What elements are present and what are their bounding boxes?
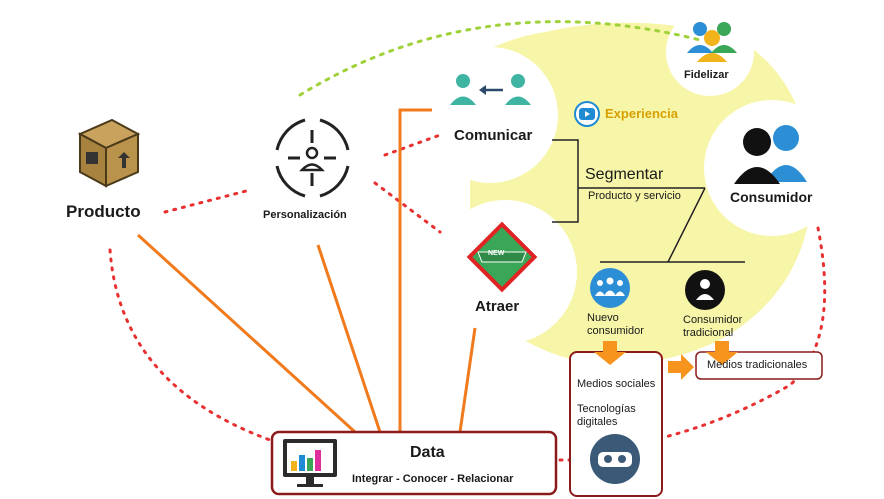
package-box-icon	[77, 118, 141, 188]
orange-lines	[136, 108, 477, 434]
nuevo-consumidor-line2: consumidor	[587, 325, 644, 337]
arrow-tradicional-down	[706, 341, 738, 365]
single-person-icon	[685, 270, 725, 310]
comunicar-circle	[422, 47, 558, 183]
new-badge-text: NEW	[488, 250, 505, 257]
data-box	[270, 430, 558, 496]
arrow-nuevo-down	[594, 341, 626, 365]
consumidor-tradicional-label: Consumidor tradicional	[683, 314, 742, 340]
new-badge-icon	[466, 221, 538, 293]
tecnologias-line2: digitales	[577, 416, 618, 428]
consumidor-circle	[704, 100, 840, 236]
personalizacion-label: Personalización	[263, 209, 347, 221]
personalization-target-icon	[275, 118, 350, 198]
segment-lines	[552, 139, 745, 263]
consumer-pair-icon	[734, 125, 807, 184]
tecnologias-label: Tecnologías digitales	[577, 403, 636, 429]
consumidor-label: Consumidor	[730, 189, 813, 205]
group-people-icon	[687, 22, 737, 62]
data-subtitle: Integrar - Conocer - Relacionar	[352, 473, 514, 485]
consumidor-tradicional-line1: Consumidor	[683, 314, 743, 326]
green-dotted-arc	[298, 20, 702, 97]
monitor-bar-chart-icon	[283, 439, 337, 487]
experiencia-label: Experiencia	[605, 106, 678, 121]
orange-arrows	[594, 341, 738, 380]
medios-tradicionales-label: Medios tradicionales	[707, 359, 808, 371]
people-exchange-icon	[450, 74, 531, 105]
consumidor-tradicional-line2: tradicional	[683, 327, 734, 339]
arrow-right	[668, 354, 694, 380]
medios-sociales-label: Medios sociales	[577, 378, 656, 390]
atraer-label: Atraer	[475, 298, 520, 315]
vr-headset-icon	[590, 434, 640, 484]
comunicar-label: Comunicar	[454, 127, 533, 144]
nuevo-consumidor-line1: Nuevo	[587, 312, 619, 324]
segmentar-label: Segmentar	[585, 166, 664, 183]
play-button-icon	[574, 101, 600, 127]
nuevo-consumidor-label: Nuevo consumidor	[587, 312, 644, 338]
red-dotted-lines	[108, 133, 827, 462]
producto-servicio-label: Producto y servicio	[588, 190, 681, 202]
producto-label: Producto	[66, 202, 141, 221]
tecnologias-line1: Tecnologías	[577, 403, 636, 415]
data-label: Data	[410, 444, 445, 461]
fidelizar-label: Fidelizar	[684, 69, 729, 81]
crowd-icon	[590, 268, 630, 308]
